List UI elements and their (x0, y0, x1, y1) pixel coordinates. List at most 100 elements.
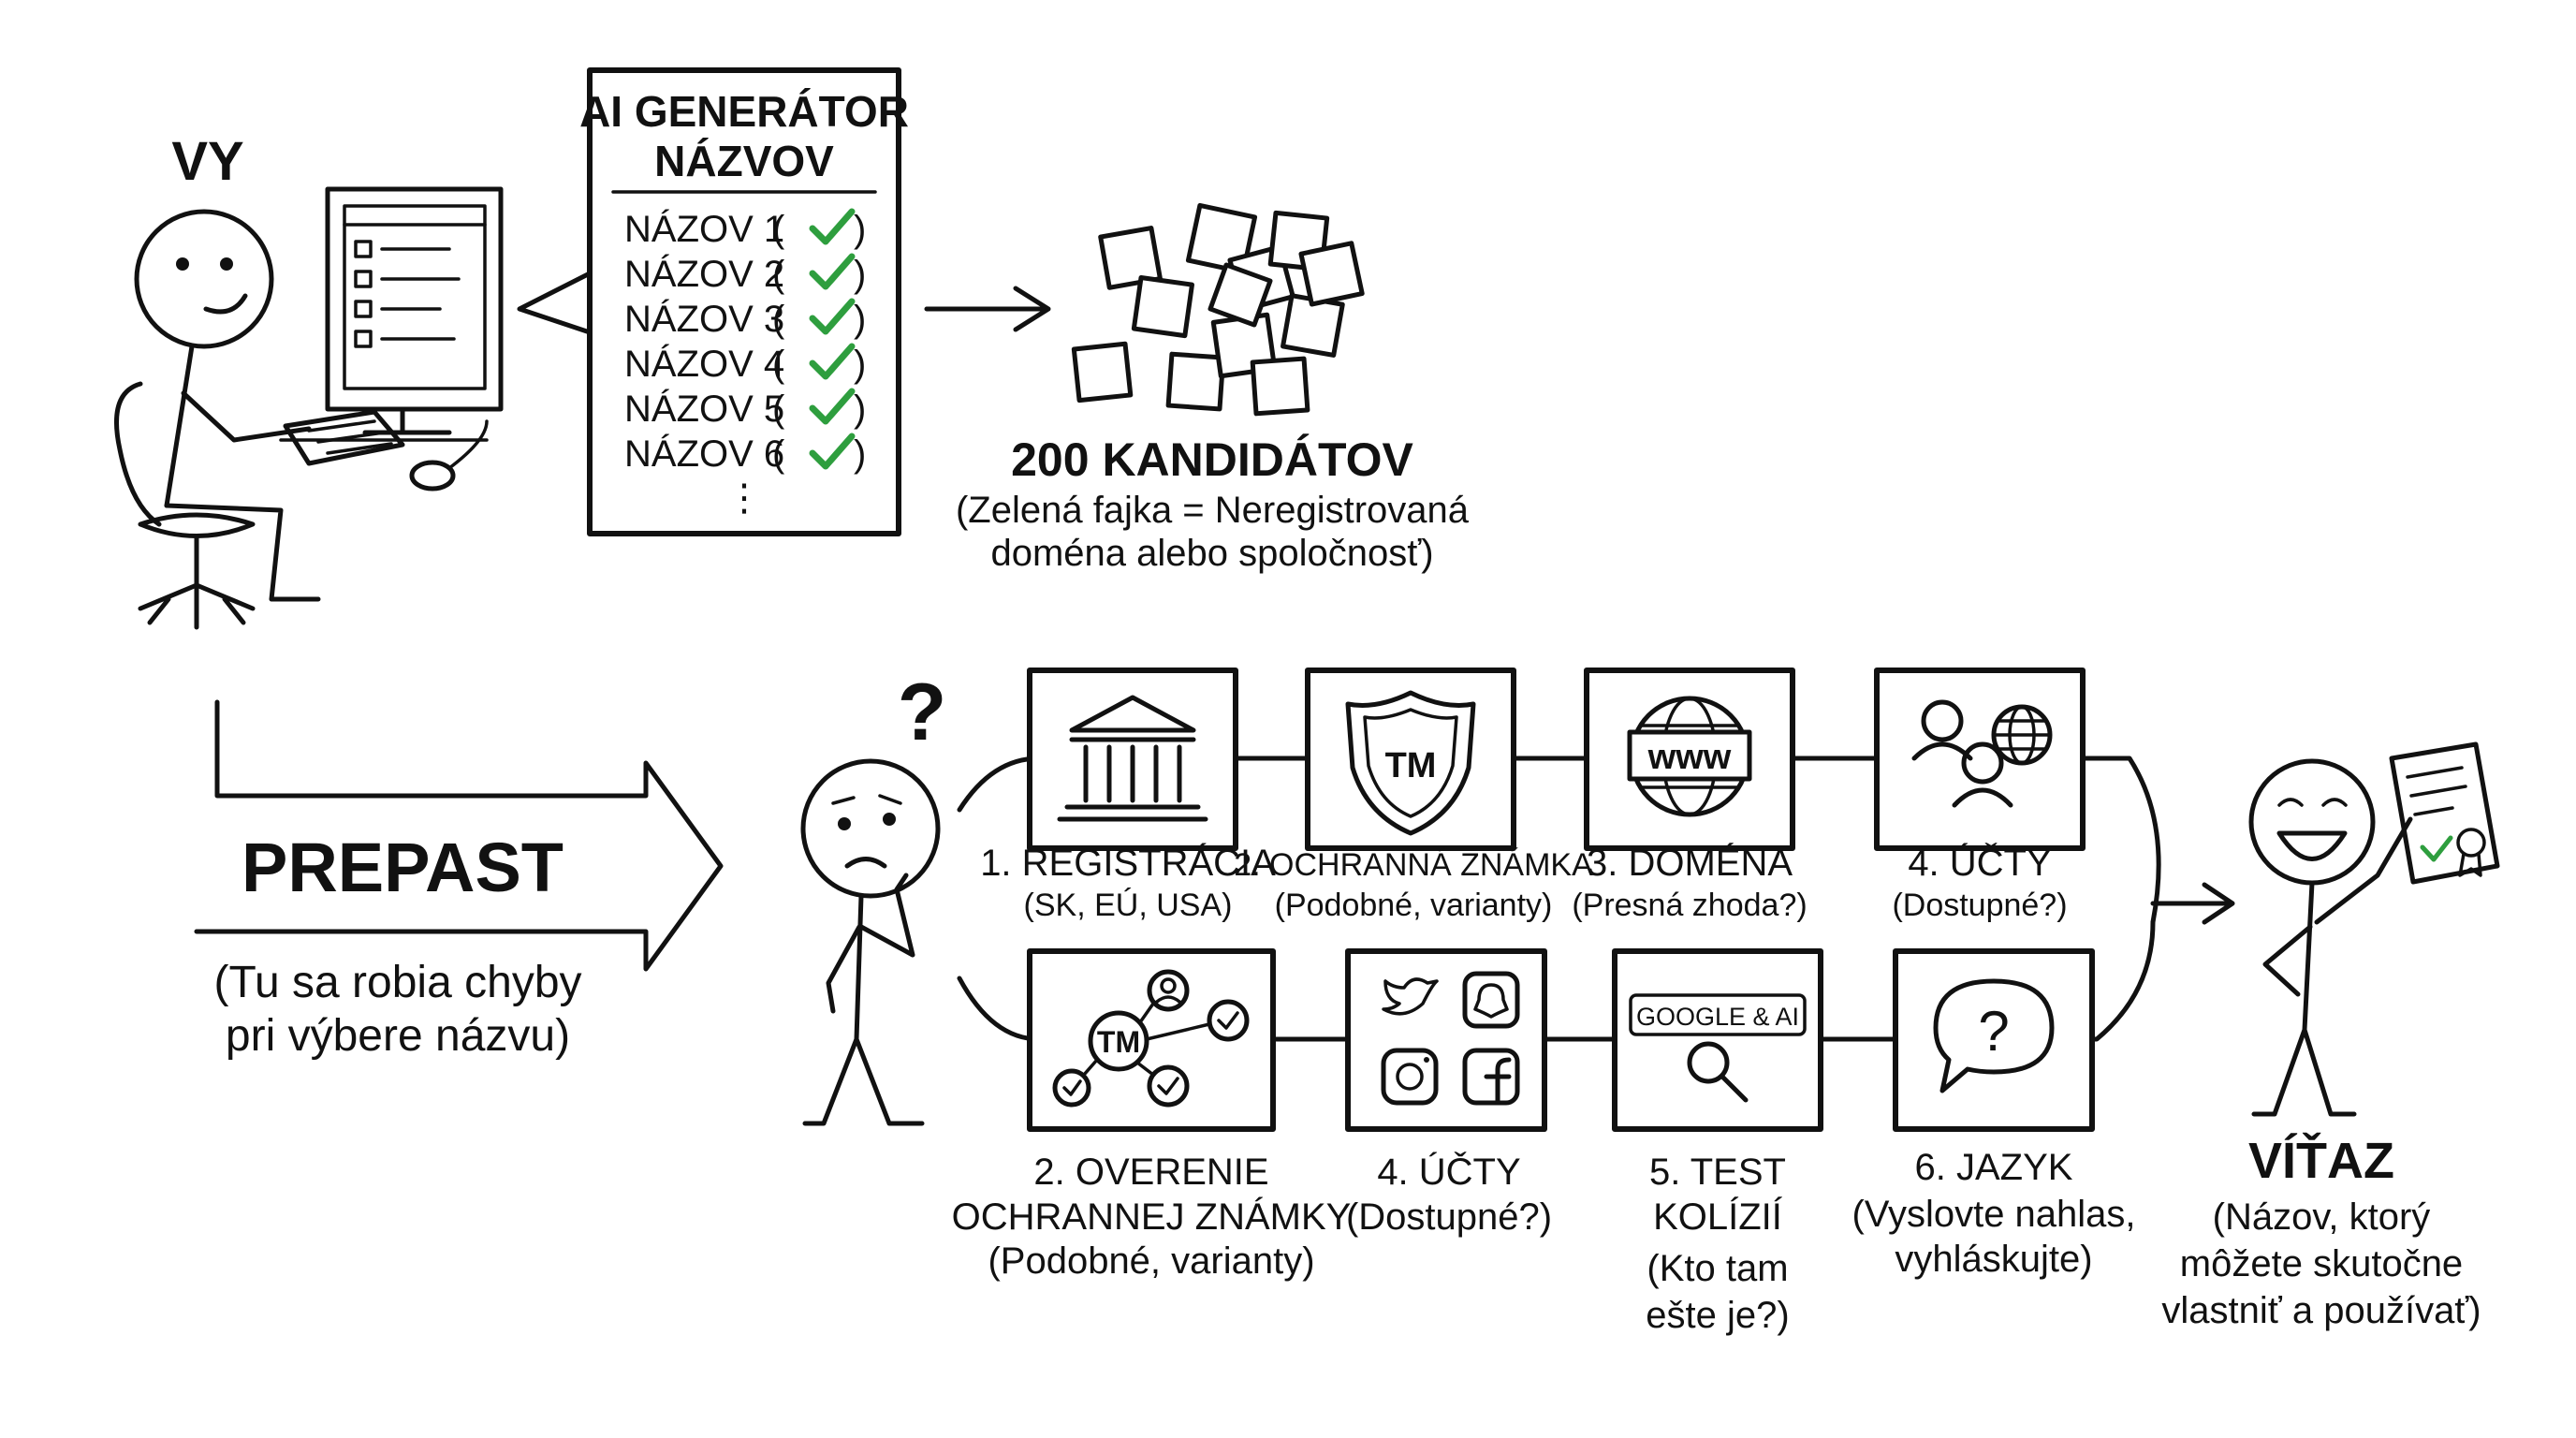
step-collision-test-title1: 5. TEST (1649, 1152, 1786, 1193)
green-check-icon (809, 208, 856, 245)
question-mark: ? (898, 668, 947, 757)
generator-item-open-paren: ( (772, 209, 785, 250)
you-arm (181, 390, 312, 443)
candidates-note-line1: (Zelená fajka = Neregistrovaná (956, 490, 1470, 531)
you-label: VY (171, 131, 243, 192)
generator-item-close-paren: ) (854, 299, 866, 340)
green-check-icon (809, 343, 856, 380)
generator-list-item: NÁZOV 6() (624, 433, 866, 475)
generator-title-line2: NÁZVOV (654, 137, 834, 185)
computer-monitor (325, 186, 504, 435)
green-check-icon (809, 298, 856, 335)
arrow-to-winner (2150, 882, 2235, 925)
thinker-eye-left (838, 817, 851, 830)
generator-item-close-paren: ) (854, 209, 866, 250)
thinker-frown (844, 857, 887, 869)
step-trademark-verification-title2: OCHRANNEJ ZNÁMKY (952, 1196, 1352, 1238)
you-eye-left (176, 257, 189, 271)
gap-note-line1: (Tu sa robia chyby (213, 958, 581, 1007)
trademark-network-icon: TM (1052, 969, 1250, 1108)
winner-note-line3: vlastniť a používať) (2161, 1290, 2481, 1331)
step-trademark-verification-sub: (Podobné, varianty) (988, 1240, 1314, 1282)
step-collision-test-sub1: (Kto tam (1647, 1248, 1788, 1289)
generator-item-open-paren: ( (772, 299, 785, 340)
keyboard (283, 409, 405, 466)
winner-person: VÍŤAZ (Názov, ktorý môžete skutočne vlas… (2161, 741, 2500, 1331)
generator-item-name: NÁZOV 3 (624, 298, 784, 340)
gap-arrow: PREPAST (Tu sa robia chyby pri výbere ná… (194, 699, 724, 1061)
mouse (409, 419, 489, 492)
you-leg (164, 503, 321, 602)
step-domain: www 3. DOMÉNA (Presná zhoda?) (1572, 668, 1808, 923)
thinking-person: ? (800, 668, 947, 1126)
generator-item-open-paren: ( (772, 254, 785, 295)
thinker-head (800, 758, 941, 899)
speech-bubble-question-icon: ? (1933, 978, 2055, 1093)
process-loop (957, 756, 2235, 1042)
step-trademark-title: 2. OCHRANNÁ ZNÁMKA (1234, 847, 1593, 883)
generator-item-name: NÁZOV 4 (624, 343, 784, 385)
you-smile (203, 293, 248, 315)
green-check-icon (809, 388, 856, 425)
generator-item-name: NÁZOV 6 (624, 433, 784, 475)
step-registration-title: 1. REGISTRÁCIA (980, 842, 1276, 884)
www-label: www (1647, 738, 1732, 777)
winner-title: VÍŤAZ (2248, 1132, 2394, 1189)
generator-item-name: NÁZOV 5 (624, 388, 784, 430)
winner-eyes (2277, 798, 2348, 807)
candidates-pile: 200 KANDIDÁTOV (Zelená fajka = Neregistr… (956, 202, 1470, 574)
step-accounts-top-title: 4. ÚČTY (1908, 842, 2051, 884)
chair-back (114, 381, 162, 527)
snapchat-icon (1462, 971, 1520, 1029)
step-language-title: 6. JAZYK (1915, 1147, 2073, 1188)
generator-list-item: NÁZOV 5() (624, 388, 866, 430)
generator-item-close-paren: ) (854, 254, 866, 295)
chair-base (138, 582, 256, 630)
thinker-eye-right (883, 813, 896, 826)
gap-title: PREPAST (242, 829, 564, 906)
thinker-arm-right (858, 873, 915, 958)
generator-item-name: NÁZOV 2 (624, 253, 784, 295)
thinker-arm-left (826, 924, 862, 1014)
step-language: ? 6. JAZYK (Vyslovte nahlas, vyhláskujte… (1852, 948, 2136, 1280)
step-language-sub2: vyhláskujte) (1895, 1239, 2092, 1280)
you-torso (164, 344, 195, 508)
winner-note-line2: môžete skutočne (2180, 1243, 2463, 1284)
generator-item-open-paren: ( (772, 433, 785, 475)
generator-list: NÁZOV 1()NÁZOV 2()NÁZOV 3()NÁZOV 4()NÁZO… (624, 208, 866, 475)
generator-list-item: NÁZOV 3() (624, 298, 866, 340)
winner-smile (2276, 830, 2348, 861)
step-accounts-bottom: 4. ÚČTY (Dostupné?) (1345, 948, 1552, 1238)
candidates-pile-icon (1071, 202, 1365, 417)
step-registration-sub: (SK, EÚ, USA) (1024, 888, 1233, 923)
generator-item-open-paren: ( (772, 344, 785, 385)
chair-seat (138, 512, 256, 538)
users-globe-icon (1911, 699, 2053, 808)
ai-generator-panel: AI GENERÁTOR NÁZVOV NÁZOV 1()NÁZOV 2()NÁ… (517, 67, 909, 536)
you-at-computer: VY (114, 131, 504, 630)
certificate-icon (2389, 741, 2500, 885)
winner-note-line1: (Názov, ktorý (2213, 1196, 2431, 1238)
candidates-note-line2: doména alebo spoločnosť) (990, 533, 1433, 574)
social-accounts-icon (1381, 971, 1520, 1106)
step-registration: 1. REGISTRÁCIA (SK, EÚ, USA) (980, 668, 1276, 923)
trademark-shield-label: TM (1385, 746, 1437, 785)
thinker-brows (831, 794, 902, 805)
step-domain-sub: (Presná zhoda?) (1572, 888, 1807, 923)
step-trademark: TM 2. OCHRANNÁ ZNÁMKA (Podobné, varianty… (1234, 668, 1593, 923)
loop-bottom-line (957, 919, 2156, 1042)
step-accounts-bottom-title2: (Dostupné?) (1346, 1196, 1552, 1238)
step-accounts-top-sub: (Dostupné?) (1892, 888, 2067, 923)
step-collision-test: GOOGLE & AI 5. TEST KOLÍZIÍ (Kto tam ešt… (1612, 948, 1823, 1336)
step-language-sub1: (Vyslovte nahlas, (1852, 1194, 2135, 1235)
generator-list-item: NÁZOV 4() (624, 343, 866, 385)
generator-title-line1: AI GENERÁTOR (579, 87, 909, 136)
bank-building-icon (1057, 695, 1208, 822)
facebook-icon (1462, 1048, 1520, 1106)
you-eye-right (220, 257, 233, 271)
you-head (134, 209, 274, 349)
green-check-icon (809, 253, 856, 290)
winner-head (2248, 758, 2376, 886)
instagram-icon (1381, 1048, 1439, 1106)
